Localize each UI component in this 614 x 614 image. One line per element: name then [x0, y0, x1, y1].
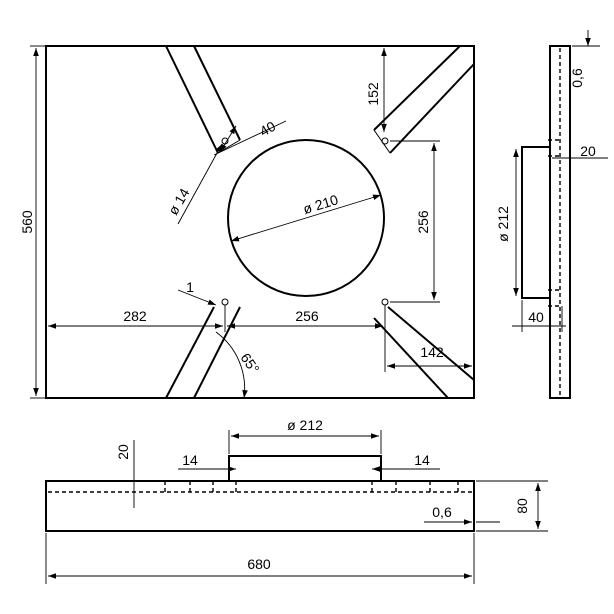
dimension-282-label: 282 — [123, 308, 147, 324]
dimension-256-vertical: 256 — [390, 140, 440, 303]
dimension-gap-1: 1 — [177, 279, 217, 306]
dimension-bottom-width: 680 — [45, 533, 475, 584]
dimension-bottom-slot-right: 14 — [372, 452, 440, 472]
dimension-256-vertical-label: 256 — [415, 210, 431, 234]
front-view: 560 282 256 256 152 142 — [19, 45, 475, 399]
dimension-bottom-collar-label: ø 212 — [287, 417, 323, 433]
side-collar-outline — [521, 146, 551, 299]
dimension-bottom-clearance: 0,6 — [424, 504, 500, 525]
dimension-side-step-label: 20 — [580, 143, 596, 159]
side-hidden-slots — [548, 139, 560, 307]
dimension-side-bore-label: ø 212 — [495, 206, 511, 242]
dimension-side-clearance-label: 0,6 — [569, 68, 585, 88]
dimension-bottom-slot-left: 14 — [178, 452, 236, 472]
dimension-256-horizontal: 256 — [224, 305, 386, 372]
support-bar-top-right — [373, 45, 475, 154]
dimension-circle-diameter: ø 210 — [230, 191, 382, 242]
dimension-bottom-width-label: 680 — [247, 556, 271, 572]
dimension-bottom-collar-height-label: 20 — [115, 444, 131, 460]
dimension-40-slot: 40 — [213, 118, 287, 156]
dimension-282: 282 — [48, 308, 223, 329]
dimension-40-slot-label: 40 — [257, 118, 279, 140]
dimension-side-clearance: 0,6 — [569, 30, 600, 88]
dimension-bottom-thickness-label: 80 — [514, 498, 530, 514]
dimension-hole-diameter: ø 14 — [165, 143, 223, 225]
dimension-bottom-thickness: 80 — [476, 480, 548, 532]
bottom-view: ø 212 20 14 14 0,6 80 — [45, 417, 548, 584]
dimension-angle-label: 65° — [237, 350, 262, 377]
central-circular-opening — [227, 139, 385, 297]
dimension-bottom-collar-height: 20 — [115, 440, 135, 508]
dimension-142-label: 142 — [420, 344, 444, 360]
mounting-hole-bottom-left — [221, 298, 229, 306]
dimension-side-bore: ø 212 — [495, 149, 519, 296]
dimension-152: 152 — [365, 48, 387, 132]
front-plate-outline — [45, 45, 475, 399]
dimension-side-depth: 40 — [512, 300, 566, 332]
dimension-hole-diameter-label: ø 14 — [165, 185, 193, 217]
dimension-bottom-clearance-label: 0,6 — [432, 504, 452, 520]
support-bar-bottom-left — [165, 306, 241, 399]
dimension-side-step: 20 — [552, 143, 608, 159]
dimension-bottom-slot-left-label: 14 — [182, 452, 198, 468]
bottom-plate-outline — [45, 480, 475, 532]
dimension-142: 142 — [387, 344, 472, 369]
mounting-hole-bottom-right — [381, 298, 389, 306]
bottom-hidden-slots — [164, 481, 459, 492]
mounting-hole-top-right — [381, 137, 389, 145]
dimension-side-depth-label: 40 — [528, 309, 544, 325]
dimension-bottom-slot-right-label: 14 — [414, 452, 430, 468]
side-view: 0,6 20 ø 212 40 — [495, 30, 608, 399]
bottom-collar-outline — [228, 455, 382, 482]
dimension-gap-1-label: 1 — [186, 279, 194, 295]
dimension-bottom-collar: ø 212 — [228, 417, 382, 454]
dimension-152-label: 152 — [365, 82, 381, 106]
dimension-height-560: 560 — [19, 45, 46, 399]
dimension-256-horizontal-label: 256 — [295, 308, 319, 324]
dimension-560-label: 560 — [19, 210, 35, 234]
